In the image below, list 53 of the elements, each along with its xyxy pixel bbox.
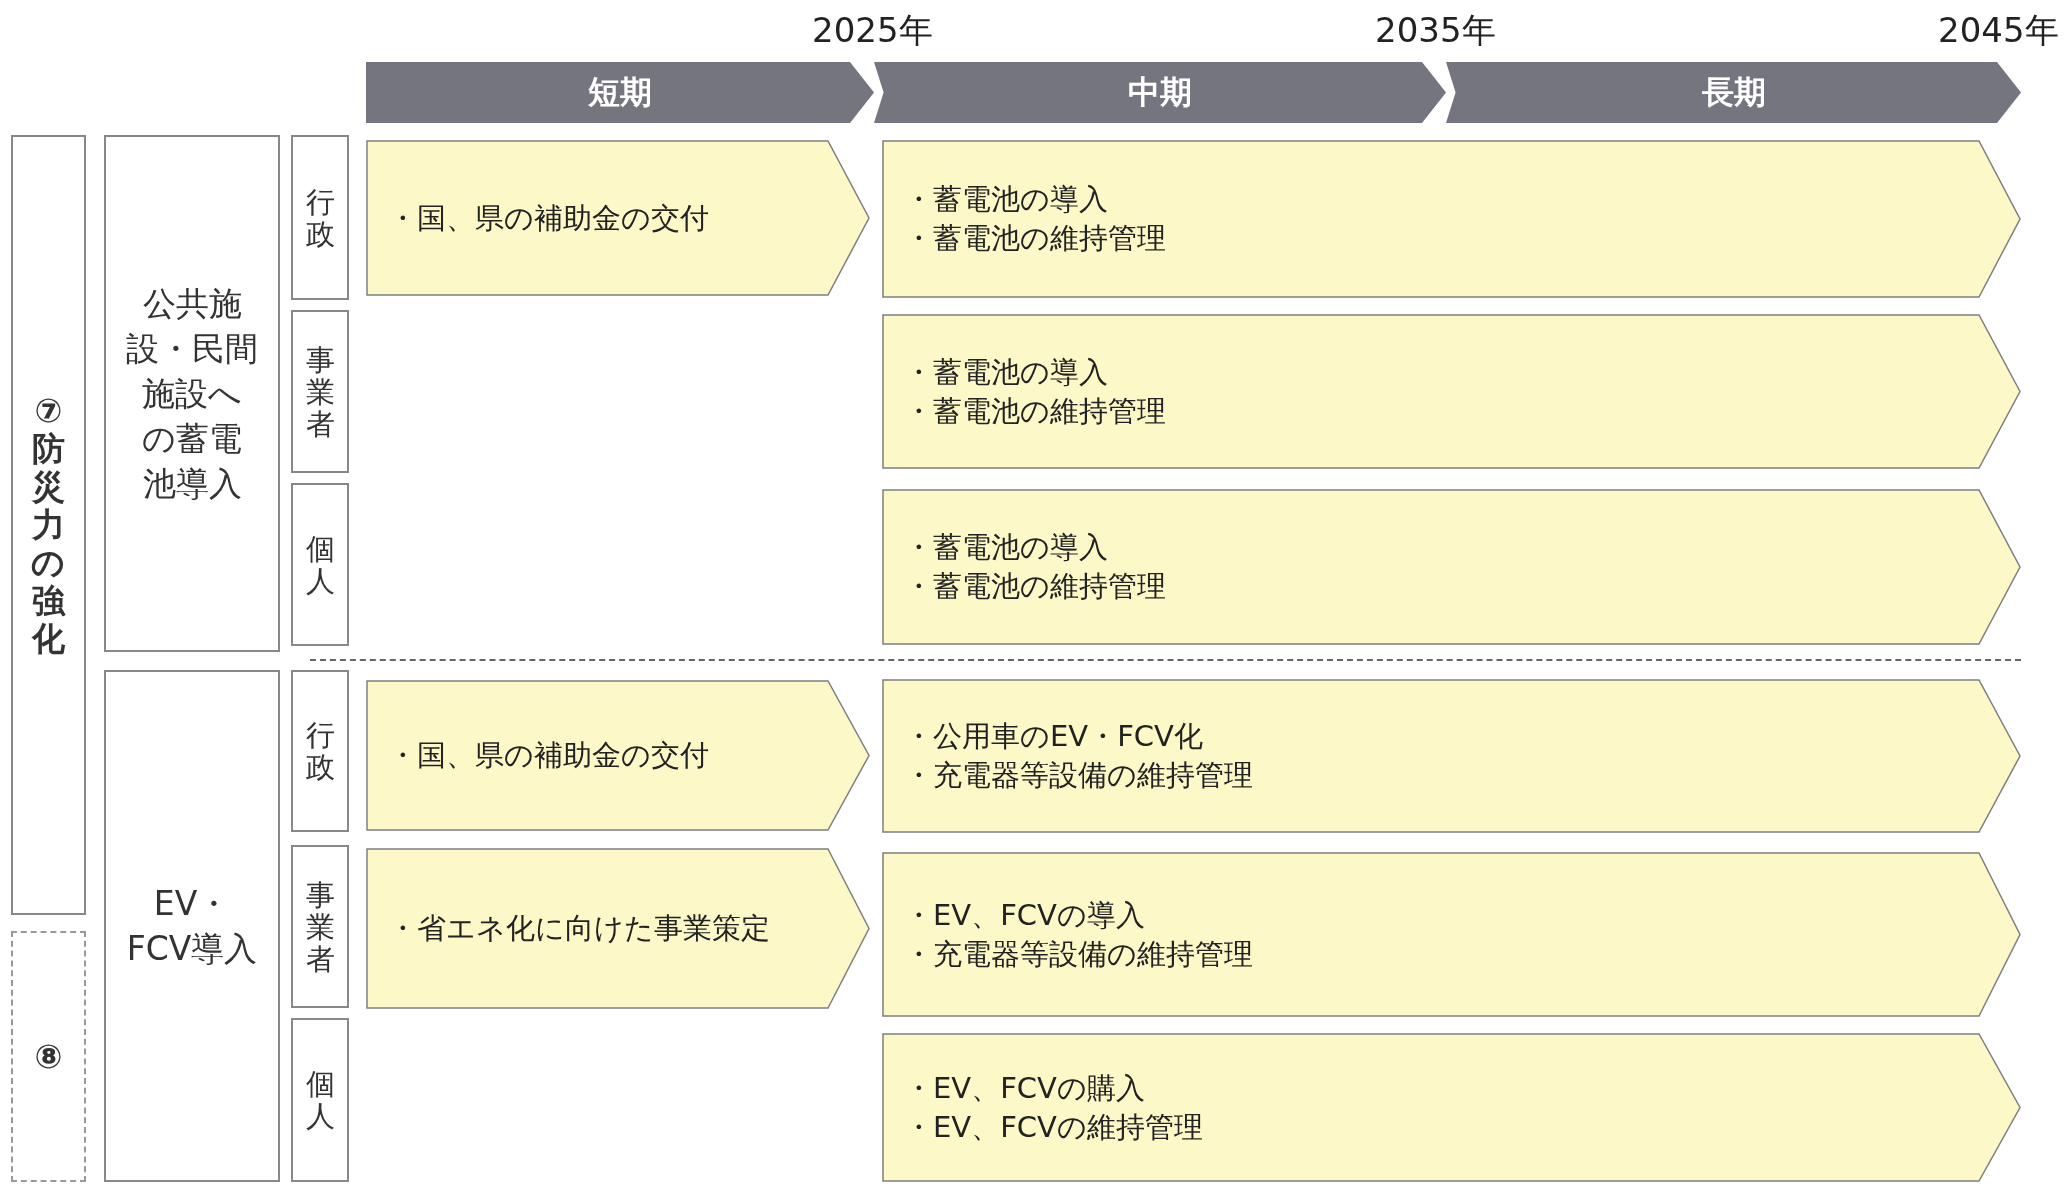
action-text: ・国、県の補助金の交付	[388, 737, 709, 774]
action-box	[882, 314, 2021, 469]
actor-label: 行政	[304, 719, 336, 783]
action-text: ・蓄電池の導入	[904, 353, 1108, 391]
actor-label: 個人	[304, 1068, 336, 1132]
action-box	[366, 680, 870, 831]
action-text: ・EV、FCVの維持管理	[904, 1108, 1203, 1146]
category-box	[11, 931, 86, 1182]
action-text: ・国、県の補助金の交付	[388, 199, 709, 237]
year-label: 2035年	[1375, 9, 1496, 52]
actor-box	[291, 483, 349, 646]
action-text: ・蓄電池の導入	[904, 529, 1108, 566]
action-box	[366, 848, 870, 1009]
action-text: ・EV、FCVの購入	[904, 1069, 1145, 1107]
action-text: ・公用車のEV・FCV化	[904, 718, 1203, 755]
action-text: ・蓄電池の維持管理	[904, 392, 1166, 430]
action-box	[882, 1033, 2021, 1182]
actor-label: 事業者	[304, 343, 336, 440]
phase-banner	[1446, 62, 2021, 123]
phase-label: 中期	[1128, 71, 1192, 113]
category-box	[104, 135, 280, 652]
actor-box	[291, 135, 349, 300]
action-text: ・蓄電池の維持管理	[904, 220, 1166, 257]
action-box	[882, 852, 2021, 1017]
year-label: 2025年	[812, 9, 933, 52]
category-label: ⑧	[33, 1037, 64, 1076]
category-label: 公共施設・民間施設への蓄電池導入	[126, 283, 258, 505]
actor-label: 行政	[304, 185, 336, 250]
category-label: ⑦防災力の強化	[31, 392, 66, 658]
actor-box	[291, 1018, 349, 1182]
action-text: ・蓄電池の維持管理	[904, 568, 1166, 605]
action-box	[366, 140, 870, 296]
category-box	[104, 670, 280, 1182]
phase-label: 短期	[588, 71, 652, 113]
action-box	[882, 489, 2021, 645]
actor-label: 個人	[304, 532, 336, 597]
action-text: ・省エネ化に向けた事業策定	[388, 910, 770, 947]
action-text: ・蓄電池の導入	[904, 181, 1108, 218]
action-text: ・EV、FCVの導入	[904, 896, 1145, 934]
actor-box	[291, 845, 349, 1008]
action-box	[882, 140, 2021, 298]
phase-banner	[366, 62, 874, 123]
actor-label: 事業者	[304, 878, 336, 975]
category-box	[11, 135, 86, 915]
actor-box	[291, 670, 349, 832]
action-text: ・充電器等設備の維持管理	[904, 757, 1253, 794]
category-label: EV・FCV導入	[126, 883, 258, 970]
phase-banner	[874, 62, 1446, 123]
action-box	[882, 679, 2021, 833]
actor-box	[291, 310, 349, 473]
action-text: ・充電器等設備の維持管理	[904, 935, 1253, 973]
phase-label: 長期	[1701, 71, 1766, 113]
year-label: 2045年	[1938, 9, 2059, 52]
